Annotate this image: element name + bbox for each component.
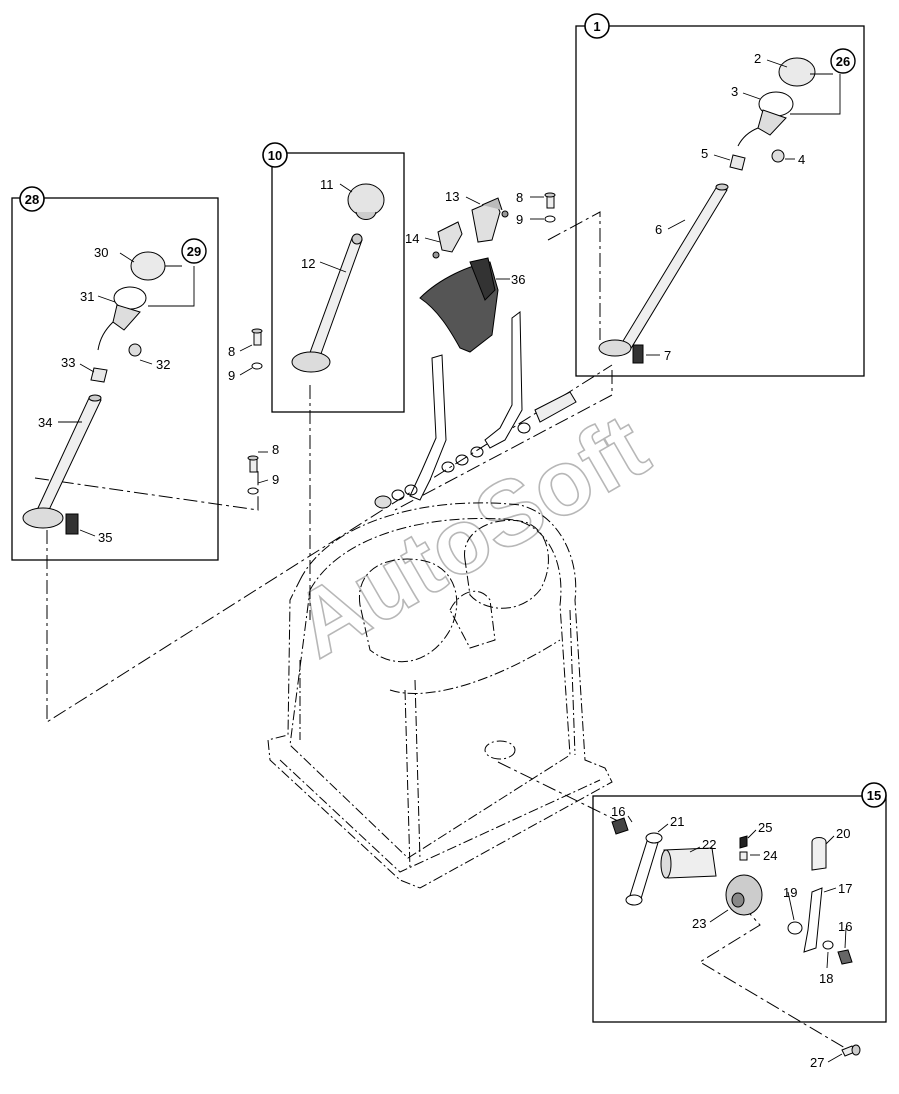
assembly-1-callout: 1 [584,13,610,39]
bolt-8-washer-9-middle [247,451,269,495]
assembly-1-leaders [646,59,841,356]
assembly-28-callout: 28 [19,186,45,212]
label-27: 27 [810,1055,824,1070]
svg-text:10: 10 [268,148,282,163]
assembly-28-leaders [58,252,195,537]
label-20: 20 [836,826,850,841]
label-24: 24 [763,848,777,863]
label-25: 25 [758,820,772,835]
label-23: 23 [692,916,706,931]
label-8-middle: 8 [272,442,279,457]
label-6: 6 [655,222,662,237]
assembly-28-parts [22,251,166,535]
label-33: 33 [61,355,75,370]
svg-text:1: 1 [593,19,600,34]
label-34: 34 [38,415,52,430]
label-30: 30 [94,245,108,260]
label-31: 31 [80,289,94,304]
label-29: 29 [187,244,201,259]
callout-26 [830,48,856,74]
svg-text:15: 15 [867,788,881,803]
label-26: 26 [836,54,850,69]
label-2: 2 [754,51,761,66]
label-9-right: 9 [516,212,523,227]
svg-text:28: 28 [25,192,39,207]
bolt-8-washer-9-left [239,328,263,376]
assembly-10-box [271,152,405,413]
label-32: 32 [156,357,170,372]
label-3: 3 [731,84,738,99]
label-11: 11 [320,177,334,192]
label-8-right: 8 [516,190,523,205]
shift-knobs-13-14 [424,196,509,259]
label-19: 19 [783,885,797,900]
label-18: 18 [819,971,833,986]
label-12: 12 [301,256,315,271]
label-14: 14 [405,231,419,246]
label-9-middle: 9 [272,472,279,487]
leader-11 [339,183,353,193]
label-7: 7 [664,348,671,363]
label-5: 5 [701,146,708,161]
assembly-28-box [11,197,219,561]
assembly-15-box [592,795,887,1023]
shift-rods [374,311,577,509]
label-22: 22 [702,837,716,852]
assembly-10-callout: 10 [262,142,288,168]
callout-29 [181,238,207,264]
label-35: 35 [98,530,112,545]
assembly-15-parts [611,817,853,965]
label-9-left: 9 [228,368,235,383]
label-16-a: 16 [611,804,625,819]
shift-boot-36 [419,257,510,353]
label-4: 4 [798,152,805,167]
label-13: 13 [445,189,459,204]
label-17: 17 [838,881,852,896]
assembly-15-callout: 15 [861,782,887,808]
assembly-10-parts [291,183,385,373]
label-21: 21 [670,814,684,829]
label-16-b: 16 [838,919,852,934]
leader-12 [319,261,347,273]
assembly-1-box [575,25,865,377]
console-housing [267,502,613,889]
assembly-1-parts [598,57,816,364]
label-36: 36 [511,272,525,287]
connection-lines [34,211,846,1049]
bolt-27 [827,1044,861,1063]
label-8-left: 8 [228,344,235,359]
bolt-8-washer-9-right [530,192,556,223]
assembly-15-leaders [627,815,847,969]
